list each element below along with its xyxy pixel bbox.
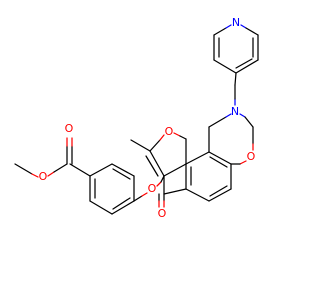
bond <box>208 151 232 165</box>
bond <box>213 59 237 74</box>
bond <box>69 163 91 177</box>
bonds <box>14 24 259 215</box>
bond <box>240 24 247 29</box>
bond <box>112 168 131 180</box>
bond <box>156 181 162 187</box>
bond <box>89 163 113 177</box>
bond <box>244 116 254 128</box>
bond <box>209 185 228 197</box>
oxygen-atom-label: O <box>165 125 174 138</box>
bond <box>245 27 259 36</box>
nitrogen-atom-label: N <box>232 16 240 29</box>
bond <box>89 200 113 215</box>
oxygen-atom-label: O <box>148 182 157 195</box>
bond <box>149 139 161 152</box>
bond <box>208 188 232 202</box>
oxygen-atom-label: O <box>65 122 74 135</box>
bond <box>141 192 148 197</box>
bond <box>53 163 68 173</box>
bond <box>145 155 159 177</box>
bond <box>159 134 165 141</box>
bond <box>112 197 131 210</box>
bond <box>163 163 187 177</box>
bond <box>235 59 259 74</box>
oxygen-atom-label: O <box>158 207 167 220</box>
bond <box>14 163 33 175</box>
bond <box>173 132 181 137</box>
bond <box>234 72 237 86</box>
bond <box>185 151 210 165</box>
bond <box>185 188 210 202</box>
bond <box>225 113 232 118</box>
bond <box>179 135 187 140</box>
bond <box>208 116 227 128</box>
chemical-structure-diagram: O O O O O O N N <box>14 16 259 220</box>
bond <box>130 139 151 152</box>
bond <box>133 195 143 202</box>
bond <box>213 27 227 36</box>
bond <box>163 188 187 195</box>
bond <box>111 200 135 215</box>
atom-labels: O O O O O O N N <box>39 16 256 220</box>
bond <box>225 24 232 29</box>
bond <box>239 113 246 118</box>
bond <box>209 156 228 168</box>
bond <box>239 160 247 165</box>
bond <box>31 173 39 178</box>
oxygen-atom-label: O <box>39 170 48 183</box>
bond <box>111 163 135 177</box>
bond <box>47 171 55 177</box>
oxygen-atom-label: O <box>247 150 256 163</box>
nitrogen-atom-label: N <box>231 105 239 118</box>
bond <box>149 150 165 177</box>
bond <box>235 58 253 69</box>
